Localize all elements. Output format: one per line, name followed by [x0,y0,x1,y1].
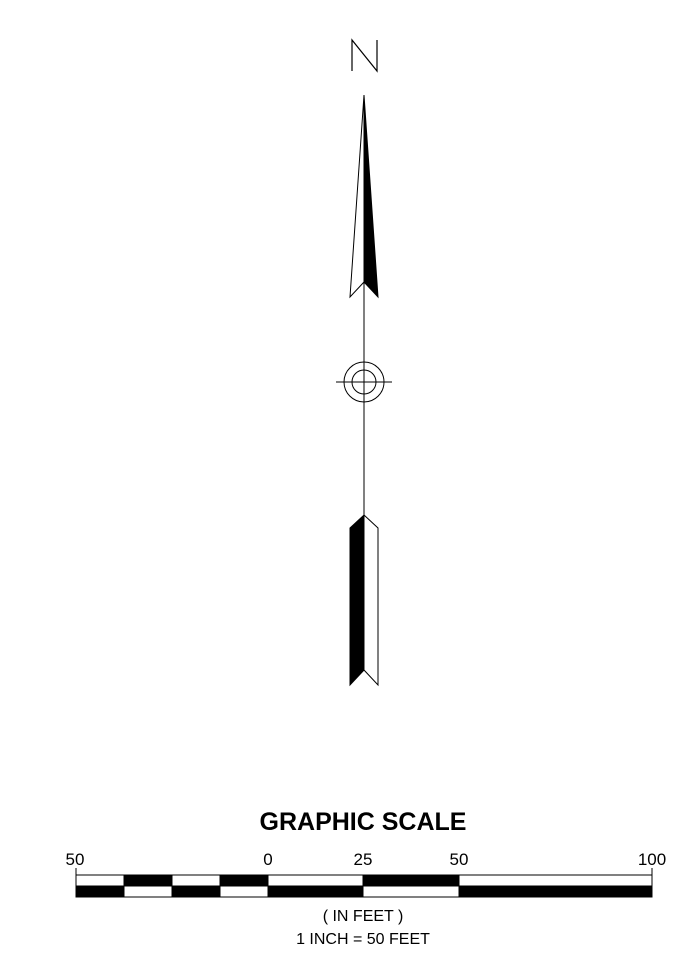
graphic-scale-title: GRAPHIC SCALE [260,808,467,836]
scale-tick-label: 100 [638,850,666,869]
scale-ratio-label: 1 INCH = 50 FEET [296,931,430,948]
scale-tick-label: 25 [354,850,373,869]
north-arrow: N [336,38,392,687]
north-arrowhead-right-half [363,94,379,299]
graphic-scale: GRAPHIC SCALE 50 0 25 50 100 ( [66,808,667,948]
scale-bar [75,868,653,898]
north-arrow-tail-left-half [349,513,365,687]
north-letter: N [351,38,378,73]
north-arrow-tail-right-half [363,513,379,687]
north-arrow-center-target [336,361,392,403]
scale-tick-label: 50 [66,850,85,869]
north-arrowhead-left-half [349,94,365,299]
scale-tick-label: 50 [450,850,469,869]
scale-tick-label: 0 [263,850,272,869]
scale-units-label: ( IN FEET ) [323,908,404,925]
